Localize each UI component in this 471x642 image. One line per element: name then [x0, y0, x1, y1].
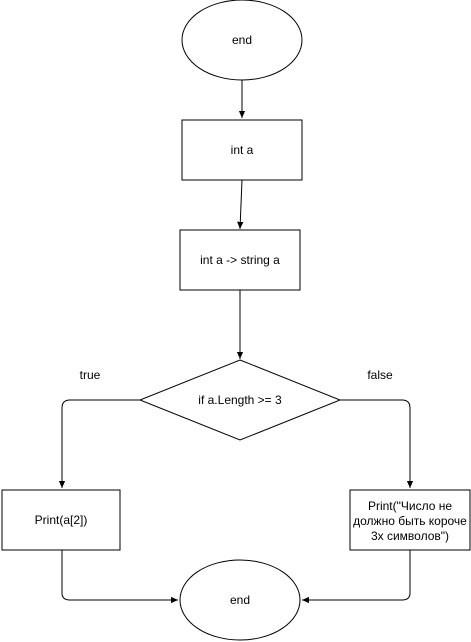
finish-label: end — [230, 593, 250, 607]
print-false-box — [349, 489, 471, 551]
edge-decision-false — [340, 399, 414, 488]
node-declare: int a — [181, 119, 303, 181]
edge-false-to-finish — [302, 550, 411, 604]
print-false-line-1: Print("Число не — [368, 499, 452, 513]
print-false-line-3: 3х символов") — [371, 529, 449, 543]
start-ellipse — [181, 0, 303, 81]
print-false-line-2: должно быть короче — [353, 514, 467, 528]
edge-declare-to-convert — [237, 179, 244, 230]
convert-label: int a -> string a — [200, 253, 280, 267]
edge-label-false: false — [367, 368, 393, 382]
node-finish: end — [179, 559, 301, 641]
node-print-false: Print("Число не должно быть короче 3х си… — [349, 489, 471, 551]
edge-true-to-finish — [61, 550, 178, 604]
node-start: end — [181, 0, 303, 81]
convert-box — [179, 229, 301, 291]
edge-decision-true — [58, 399, 140, 488]
decision-diamond — [138, 359, 342, 441]
decision-label: if a.Length >= 3 — [198, 393, 282, 407]
finish-ellipse — [179, 559, 301, 641]
print-true-label: Print(a[2]) — [35, 513, 88, 527]
start-label: end — [232, 33, 252, 47]
declare-box — [181, 119, 303, 181]
node-print-true: Print(a[2]) — [1, 489, 121, 551]
node-convert: int a -> string a — [179, 229, 301, 291]
print-true-box — [1, 489, 121, 551]
declare-label: int a — [231, 143, 254, 157]
node-decision: if a.Length >= 3 — [138, 359, 342, 441]
edges — [58, 80, 414, 604]
edge-label-true: true — [80, 368, 101, 382]
